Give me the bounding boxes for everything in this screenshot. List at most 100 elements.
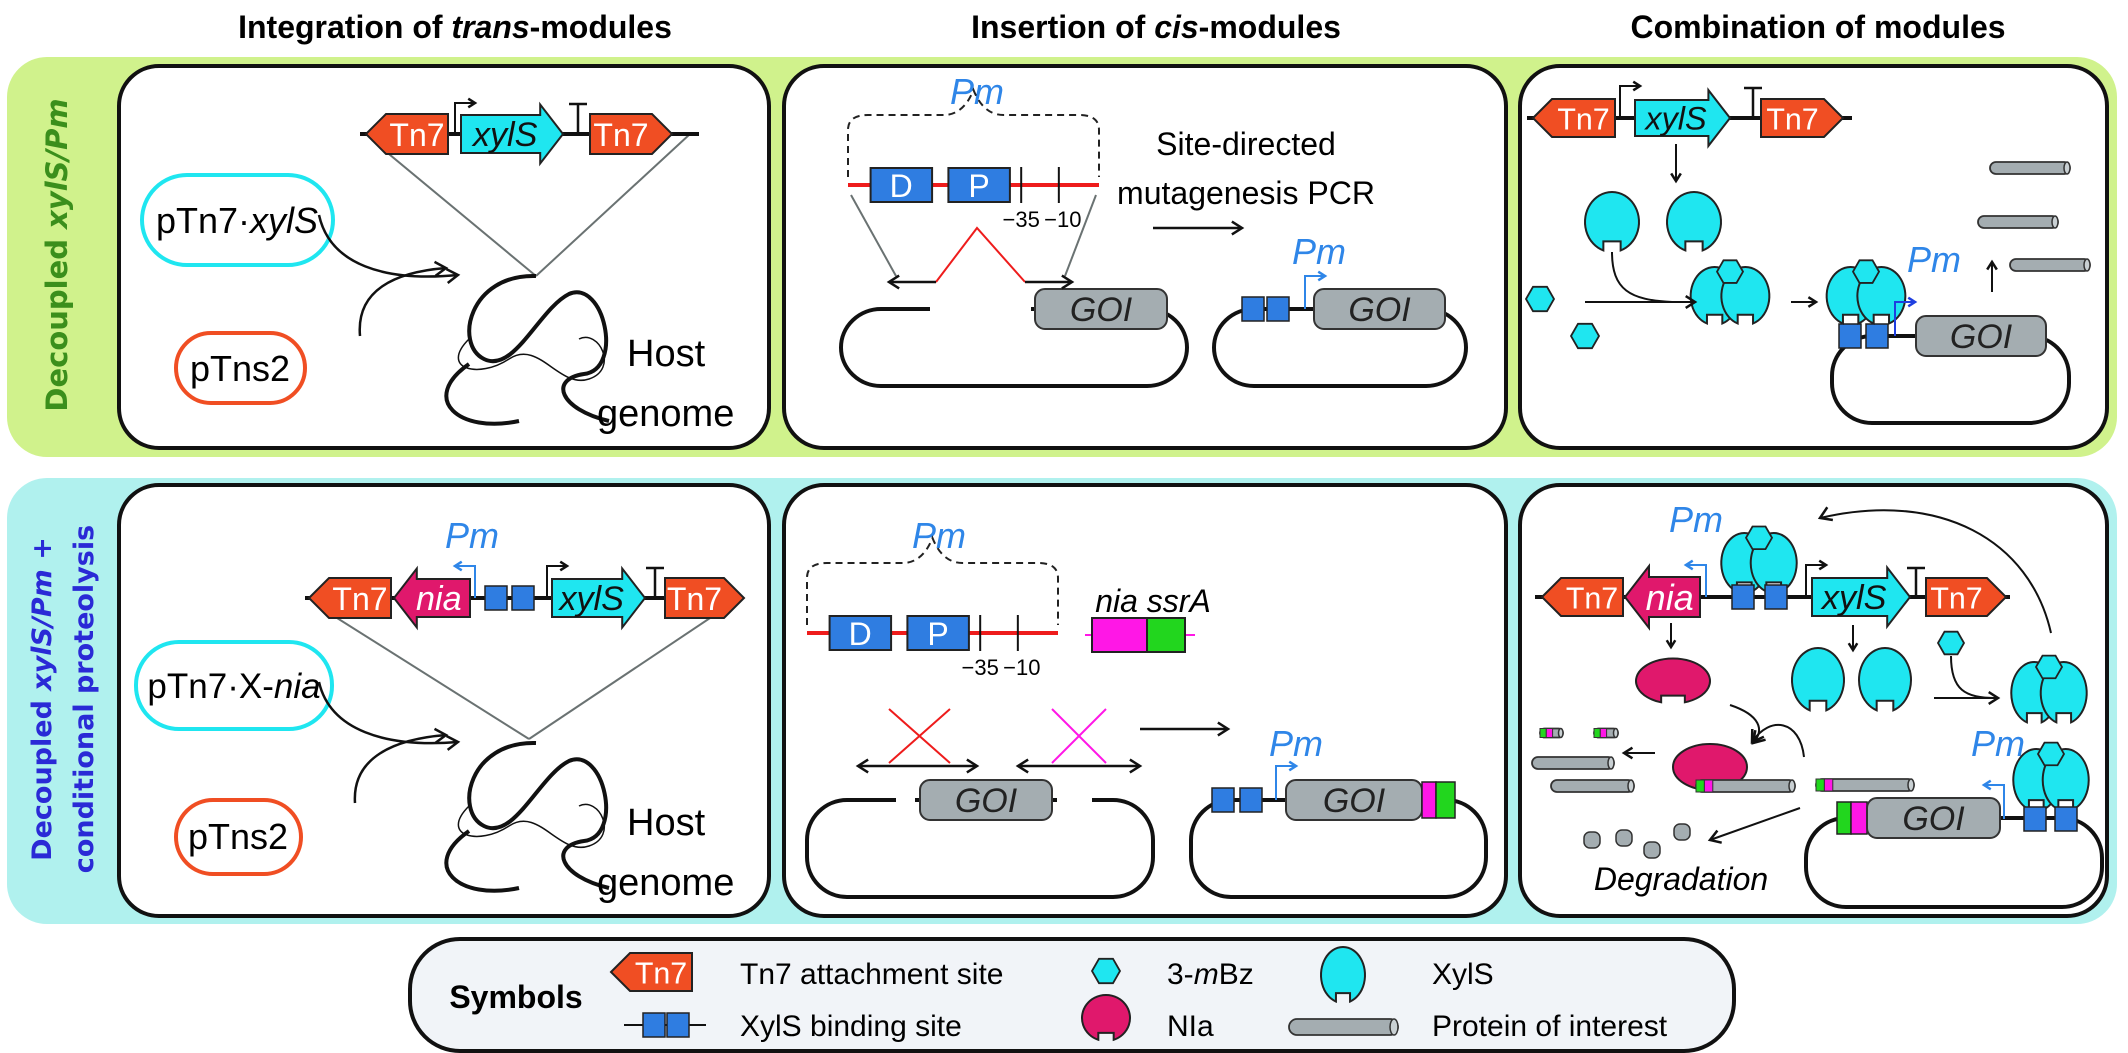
arrowhead-icon bbox=[467, 97, 478, 109]
cylinder-end bbox=[1557, 727, 1564, 739]
fragment-body bbox=[1615, 829, 1633, 847]
terminator-icon bbox=[646, 566, 664, 598]
column-header: Integration of trans-modules bbox=[238, 9, 672, 45]
ptn7-x-nia-label-part: pTn7·X- bbox=[147, 667, 273, 706]
nia-gene-label: nia bbox=[1646, 577, 1694, 618]
terminator-line bbox=[1744, 86, 1762, 118]
host-label: Host bbox=[627, 802, 706, 844]
cylinder-end bbox=[1907, 778, 1915, 792]
legend-binding-label-part: XylS binding site bbox=[740, 1010, 962, 1043]
legend-3mbz-label-part: 3- bbox=[1167, 958, 1194, 991]
promoter-line bbox=[1619, 85, 1640, 118]
homology-arrow bbox=[1079, 758, 1143, 774]
terminator-icon bbox=[1744, 86, 1762, 118]
goi-gene: GOI bbox=[1313, 288, 1446, 330]
guide-line bbox=[1064, 194, 1097, 277]
genome-label: genome bbox=[597, 393, 734, 435]
panel-row1-col2 bbox=[782, 64, 1508, 450]
terminator-line bbox=[1907, 566, 1925, 597]
xyls-binding-box bbox=[642, 1012, 666, 1038]
row1-label: Decoupled xylS/Pm bbox=[40, 98, 74, 411]
p-box-label-part: P bbox=[927, 616, 948, 652]
host-genome-icon bbox=[444, 740, 610, 893]
minus10-label: −10 bbox=[1003, 655, 1040, 680]
d-box-rect bbox=[828, 615, 893, 651]
expression-arrow bbox=[1847, 625, 1859, 653]
cylinder-end bbox=[1788, 779, 1796, 793]
genome-label-part: genome bbox=[597, 862, 734, 904]
degradation-arrow bbox=[1707, 807, 1801, 844]
xyls-gene-label-part: xylS bbox=[1820, 579, 1887, 617]
promoter-line bbox=[1686, 564, 1707, 597]
plasmid-oval bbox=[174, 331, 307, 405]
legend-3mbz-label-part: Bz bbox=[1219, 958, 1254, 991]
ssra-tag bbox=[1836, 801, 1852, 835]
tn7-shape bbox=[589, 113, 674, 155]
cylinder-body bbox=[1989, 161, 2071, 175]
nia-tag bbox=[1850, 801, 1868, 835]
arrowhead-icon bbox=[1632, 80, 1643, 92]
plasmid-gap bbox=[896, 790, 915, 810]
ptns2-plasmid: pTns2 bbox=[174, 331, 307, 405]
binding-arrow bbox=[1791, 296, 1819, 308]
goi-label-part: GOI bbox=[1348, 291, 1411, 329]
3mbz-hexagon-icon bbox=[1715, 259, 1745, 284]
legend-tn7-label-part: Tn7 attachment site bbox=[740, 958, 1003, 991]
fragment-body bbox=[1673, 823, 1691, 841]
pm-label-part: Pm bbox=[1971, 723, 2025, 764]
xyls-dimer-icon bbox=[1825, 259, 1907, 325]
tn7-left: Tn7 bbox=[1531, 98, 1616, 138]
pm-promoter-arrow-icon bbox=[452, 560, 476, 598]
cylinder-end bbox=[2083, 258, 2091, 272]
xyls-binding-box bbox=[1211, 787, 1235, 813]
xyls-binding-box bbox=[2023, 806, 2047, 832]
3mbz-hexagon-icon bbox=[1744, 525, 1774, 551]
plasmid-oval bbox=[134, 640, 334, 731]
goi-gene: GOI bbox=[1866, 797, 2001, 839]
3mbz-hexagon-icon bbox=[2036, 741, 2066, 767]
legend-xyls-label: XylS bbox=[1432, 958, 1494, 991]
arrow-curve bbox=[353, 733, 447, 804]
genome-label: genome bbox=[597, 862, 734, 904]
arrowhead-icon bbox=[1981, 779, 1992, 791]
minus10-label: −10 bbox=[1044, 207, 1081, 232]
gene-arrow-shape bbox=[1634, 87, 1732, 149]
ssra-segment bbox=[1146, 617, 1186, 653]
arrowhead-icon bbox=[1847, 642, 1859, 653]
tn7-right: Tn7 bbox=[1760, 98, 1845, 138]
xyls-dimer-icon bbox=[1689, 259, 1771, 325]
tn7-shape bbox=[1760, 98, 1845, 138]
host-label-part: Host bbox=[627, 333, 706, 375]
pm-label: Pm bbox=[950, 71, 1004, 112]
ptn7-xyls-label: pTn7·xylS bbox=[156, 200, 318, 241]
legend-title: Symbols bbox=[449, 979, 582, 1015]
row2-label-line2: conditional proteolysis bbox=[69, 525, 100, 873]
xyls-gene-label: xylS bbox=[471, 116, 538, 154]
tn7-label: Tn7 bbox=[1557, 102, 1609, 136]
promoter-arrow-icon bbox=[546, 560, 570, 598]
arrowhead-icon bbox=[1818, 559, 1829, 571]
degradation-label: Degradation bbox=[1594, 861, 1768, 897]
gene-arrow-shape bbox=[551, 565, 647, 631]
xyls-gene-label-part: xylS bbox=[471, 116, 538, 154]
cylinder-end bbox=[1612, 727, 1619, 739]
goi-label: GOI bbox=[1348, 291, 1411, 329]
legend-nia-label-part: NIa bbox=[1167, 1010, 1214, 1043]
arrowhead-icon bbox=[1129, 758, 1143, 774]
tn7-label: Tn7 bbox=[1566, 581, 1618, 615]
activation-arrow bbox=[1934, 691, 2001, 705]
xyls-binding-box bbox=[1838, 323, 1862, 349]
pm-label-part: Pm bbox=[1669, 499, 1723, 540]
tn7-label: Tn7 bbox=[635, 956, 687, 990]
p-box-rect bbox=[947, 167, 1011, 203]
arrow-shaft bbox=[1709, 807, 1801, 841]
ssra-tag bbox=[1695, 779, 1705, 793]
ssra-tag bbox=[1815, 778, 1825, 792]
xyls-gene-label: xylS bbox=[557, 580, 624, 618]
xyls-gene: xylS bbox=[1634, 87, 1732, 149]
tn7-label: Tn7 bbox=[1766, 102, 1818, 136]
arrowhead-icon bbox=[1621, 746, 1634, 760]
ptns2-plasmid: pTns2 bbox=[174, 798, 303, 876]
